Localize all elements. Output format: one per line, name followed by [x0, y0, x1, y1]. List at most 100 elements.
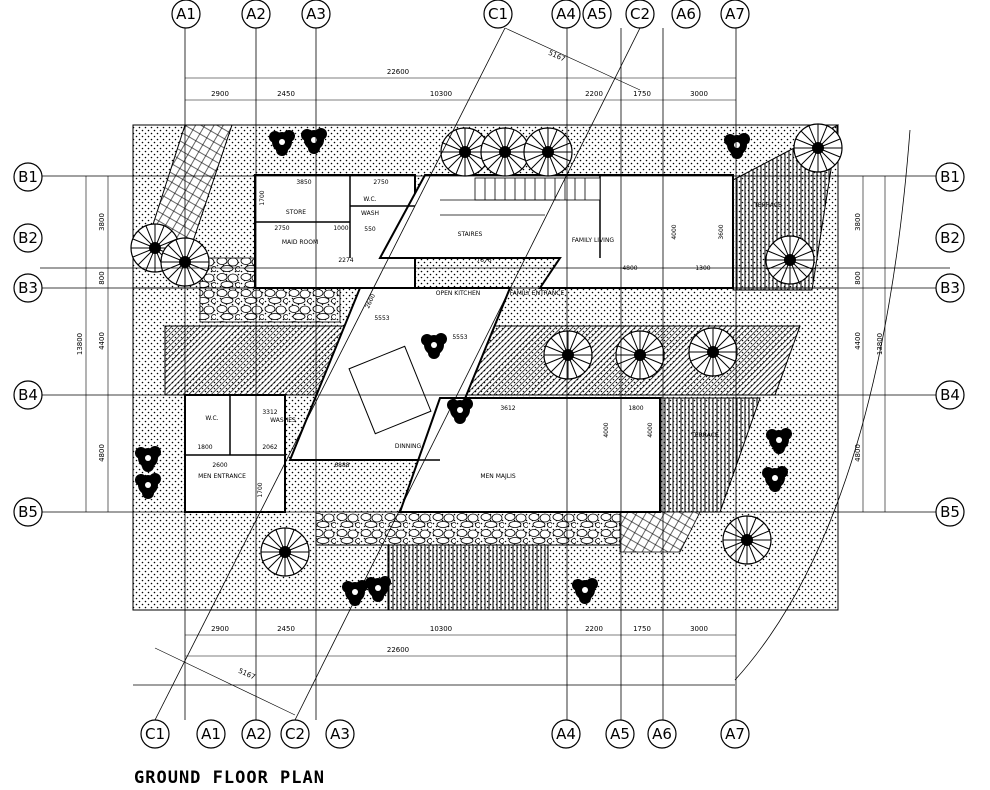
- room-family-entrance: FAMILY ENTRANCE: [510, 290, 565, 297]
- dining-table: [348, 345, 432, 435]
- room-dim-7: 2274: [338, 257, 353, 264]
- room-dim-13: 4000: [671, 224, 678, 239]
- grid-tag-top-a4: A4: [556, 5, 576, 23]
- room-dim-6: 550: [364, 226, 376, 233]
- grid-tag-top-c1: C1: [488, 5, 508, 23]
- room-dim-21: 3612: [500, 405, 515, 412]
- dimension-labels: 22600 2900 2450 10300 2200 1750 3000 516…: [76, 49, 884, 682]
- grid-tag-left-b1: B1: [18, 168, 38, 186]
- grid-lines: [40, 27, 950, 721]
- staircase: [440, 177, 601, 216]
- room-dim-20: 6888: [334, 462, 349, 469]
- grid-tag-top-a5: A5: [587, 5, 607, 23]
- grid-tag-bottom-c2: C2: [285, 725, 305, 743]
- grid-tag-bottom-a6: A6: [652, 725, 672, 743]
- room-dim-12: 4800: [622, 265, 637, 272]
- grid-tag-right-b1: B1: [940, 168, 960, 186]
- grid-tag-bottom-a7: A7: [725, 725, 745, 743]
- room-dim-2: 2750: [373, 179, 388, 186]
- grid-tag-left-b3: B3: [18, 279, 38, 297]
- grid-tag-right-b3: B3: [940, 279, 960, 297]
- room-dim-1: 3850: [296, 179, 311, 186]
- grid-bubbles-right: B1 B2 B3 B4 B5: [935, 162, 965, 527]
- span-top-3: 10300: [430, 90, 452, 98]
- span-bottom-1: 2900: [211, 625, 229, 633]
- overall-width-bottom: 22600: [387, 646, 409, 654]
- room-dim-23: 4000: [603, 422, 610, 437]
- room-dim-11: 5553: [452, 334, 467, 341]
- room-wash: WASH: [361, 210, 379, 217]
- grid-tag-bottom-a3: A3: [330, 725, 350, 743]
- grid-tag-bottom-a1: A1: [201, 725, 221, 743]
- height-right-2: 800: [854, 271, 862, 284]
- room-dim-15: 3600: [718, 224, 725, 239]
- room-labels: STORE W.C. WASH MAID ROOM STAIRES FAMILY…: [198, 196, 782, 480]
- height-right-4: 4800: [854, 444, 862, 462]
- room-stairs: STAIRES: [458, 231, 483, 238]
- plan-title: GROUND FLOOR PLAN: [134, 768, 325, 788]
- grid-bubbles-top: A1 A2 A3 C1 A4 A5 C2 A6 A7: [171, 0, 750, 29]
- room-terrace-lower: TERRACE: [690, 432, 719, 439]
- room-men-majlis: MEN MAJLIS: [480, 473, 516, 480]
- diagonal-dim-top: 5167: [547, 49, 567, 64]
- overall-width-top: 22600: [387, 68, 409, 76]
- grid-tag-bottom-a5: A5: [610, 725, 630, 743]
- grid-bubbles-left: B1 B2 B3 B4 B5: [13, 162, 43, 527]
- height-right-3: 4400: [854, 332, 862, 350]
- grid-tag-left-b4: B4: [18, 386, 38, 404]
- room-dim-10: 5553: [374, 315, 389, 322]
- height-right-1: 3800: [854, 213, 862, 231]
- grid-tag-top-a2: A2: [246, 5, 266, 23]
- height-left-4: 4800: [98, 444, 106, 462]
- height-left-2: 800: [98, 271, 106, 284]
- room-open-kitchen: OPEN KITCHEN: [436, 290, 481, 297]
- room-dim-17: 1800: [197, 444, 212, 451]
- grid-tag-top-c2: C2: [630, 5, 650, 23]
- room-dim-4: 2750: [274, 225, 289, 232]
- span-bottom-4: 2200: [585, 625, 603, 633]
- span-top-4: 2200: [585, 90, 603, 98]
- grid-tag-top-a6: A6: [676, 5, 696, 23]
- grid-tag-left-b5: B5: [18, 503, 38, 521]
- room-dinning: DINNING: [395, 443, 422, 450]
- height-left-1: 3800: [98, 213, 106, 231]
- span-bottom-6: 3000: [690, 625, 708, 633]
- span-top-6: 3000: [690, 90, 708, 98]
- room-family-living: FAMILY LIVING: [572, 237, 615, 244]
- room-men-entrance: MEN ENTRANCE: [198, 473, 246, 480]
- stone-path-lower: [315, 511, 622, 546]
- span-bottom-2: 2450: [277, 625, 295, 633]
- room-dim-14: 1300: [695, 265, 710, 272]
- room-dim-5: 1000: [333, 225, 348, 232]
- room-dim-25: 1700: [257, 482, 264, 497]
- room-terrace-upper: TERRACE: [753, 202, 782, 209]
- room-dim-24: 4000: [647, 422, 654, 437]
- room-maid: MAID ROOM: [282, 239, 318, 246]
- span-bottom-5: 1750: [633, 625, 651, 633]
- diagonal-dim-bottom: 5167: [237, 667, 257, 682]
- grid-tag-bottom-a4: A4: [556, 725, 576, 743]
- grid-tag-top-a1: A1: [176, 5, 196, 23]
- room-wc-lower: W.C.: [205, 415, 218, 422]
- grid-tag-left-b2: B2: [18, 229, 38, 247]
- height-left-overall: 13800: [76, 333, 84, 355]
- room-washes: WASHES: [270, 417, 296, 424]
- height-right-overall: 13800: [876, 333, 884, 355]
- grid-tag-right-b2: B2: [940, 229, 960, 247]
- room-dim-8: 7676: [476, 257, 491, 264]
- room-dim-16: 3312: [262, 409, 277, 416]
- room-dim-3: 1700: [259, 190, 266, 205]
- grid-tag-bottom-c1: C1: [145, 725, 165, 743]
- dimension-lines: [85, 27, 886, 716]
- room-wc-upper: W.C.: [363, 196, 376, 203]
- grid-tag-right-b5: B5: [940, 503, 960, 521]
- driveway: [387, 544, 549, 611]
- height-left-3: 4400: [98, 332, 106, 350]
- grid-tag-bottom-a2: A2: [246, 725, 266, 743]
- grid-bubbles-bottom: C1 A1 A2 C2 A3 A4 A5 A6 A7: [140, 719, 750, 749]
- span-top-5: 1750: [633, 90, 651, 98]
- grid-tag-right-b4: B4: [940, 386, 960, 404]
- room-dim-19: 2600: [212, 462, 227, 469]
- room-dim-18: 2062: [262, 444, 277, 451]
